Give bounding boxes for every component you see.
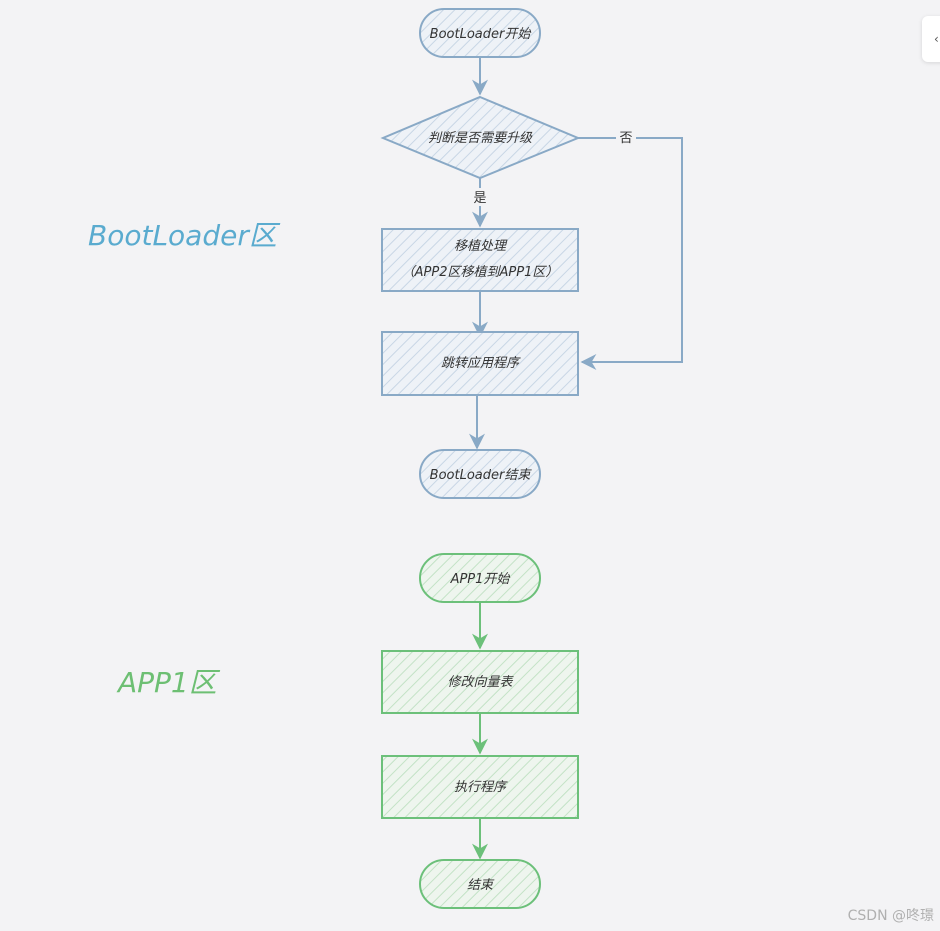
- app1-start-label: APP1开始: [450, 572, 511, 587]
- no-label: 否: [619, 131, 632, 146]
- chevron-left-icon: ‹: [934, 32, 939, 46]
- bootloader-end-label: BootLoader结束: [430, 468, 533, 483]
- app1-start-node: APP1开始: [419, 553, 541, 603]
- app1-region-label: APP1区: [116, 666, 221, 699]
- app1-end-label: 结束: [467, 878, 495, 893]
- decision-label: 判断是否需要升级: [428, 131, 533, 146]
- execute-node: 执行程序: [381, 755, 579, 819]
- bootloader-start-node: BootLoader开始: [419, 8, 541, 58]
- execute-label: 执行程序: [454, 780, 508, 795]
- bootloader-end-node: BootLoader结束: [419, 449, 541, 499]
- upgrade-decision-node: 判断是否需要升级: [380, 95, 581, 180]
- yes-label: 是: [473, 191, 486, 206]
- modify-vector-label: 修改向量表: [447, 675, 514, 690]
- jump-process-node: 跳转应用程序: [381, 331, 579, 396]
- jump-label: 跳转应用程序: [441, 355, 521, 371]
- migrate-title-label: 移植处理: [454, 239, 508, 254]
- side-panel-toggle[interactable]: ‹: [922, 16, 940, 62]
- bootloader-region-label: BootLoader区: [88, 219, 281, 252]
- bootloader-start-label: BootLoader开始: [430, 27, 532, 42]
- migrate-detail-label: （APP2区移植到APP1区）: [402, 264, 559, 280]
- edge-decision-no: [578, 137, 683, 370]
- migrate-process-node: 移植处理 （APP2区移植到APP1区）: [381, 228, 579, 292]
- modify-vector-node: 修改向量表: [381, 650, 579, 714]
- watermark: CSDN @咚璟: [847, 908, 934, 924]
- app1-end-node: 结束: [419, 859, 541, 909]
